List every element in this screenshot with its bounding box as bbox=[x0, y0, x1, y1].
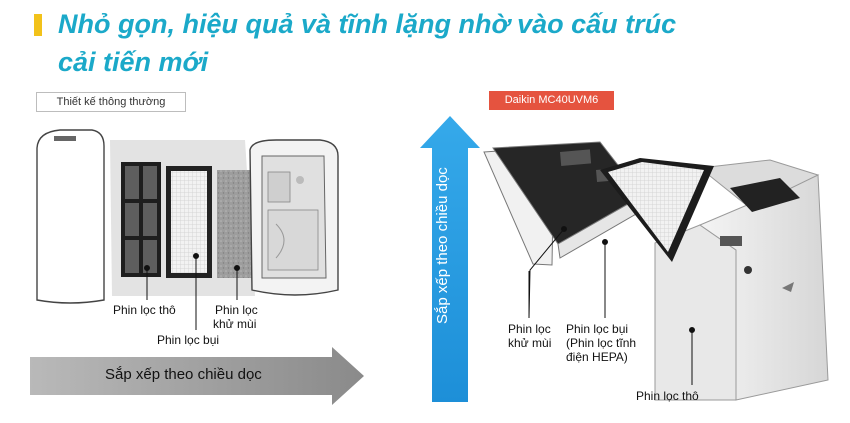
label-dust-filter-right-1: Phin lọc bụi bbox=[566, 322, 628, 336]
coarse-filter-grid bbox=[121, 162, 161, 277]
conventional-design-tag: Thiết kế thông thường bbox=[36, 92, 186, 112]
headline-accent-bar bbox=[34, 14, 42, 36]
label-deodor-filter-left-2: khử mùi bbox=[213, 317, 256, 331]
label-dust-filter-right-2: (Phin lọc tĩnh bbox=[566, 336, 636, 350]
coarse-filter-tray bbox=[484, 142, 643, 265]
label-deodor-filter-right-1: Phin lọc bbox=[508, 322, 551, 336]
horizontal-arrow-label: Sắp xếp theo chiều dọc bbox=[105, 366, 262, 383]
label-deodor-filter-left-1: Phin lọc bbox=[215, 303, 258, 317]
label-deodor-filter-right-2: khử mùi bbox=[508, 336, 551, 350]
vertical-arrow-label: Sắp xếp theo chiều dọc bbox=[434, 167, 451, 324]
label-coarse-filter-left: Phin lọc thô bbox=[113, 303, 176, 317]
label-dust-filter-left: Phin lọc bụi bbox=[157, 333, 219, 347]
headline-line-1: Nhỏ gọn, hiệu quả và tĩnh lặng nhờ vào c… bbox=[58, 8, 676, 40]
label-coarse-filter-right: Phin lọc thô bbox=[636, 389, 699, 403]
dust-filter-panel bbox=[166, 166, 212, 278]
daikin-model-tag: Daikin MC40UVM6 bbox=[489, 91, 614, 110]
conventional-purifier-front bbox=[37, 130, 104, 303]
conventional-purifier-open bbox=[250, 140, 338, 295]
label-dust-filter-right-3: điện HEPA) bbox=[566, 350, 628, 364]
headline-line-2: cải tiến mới bbox=[58, 46, 208, 78]
